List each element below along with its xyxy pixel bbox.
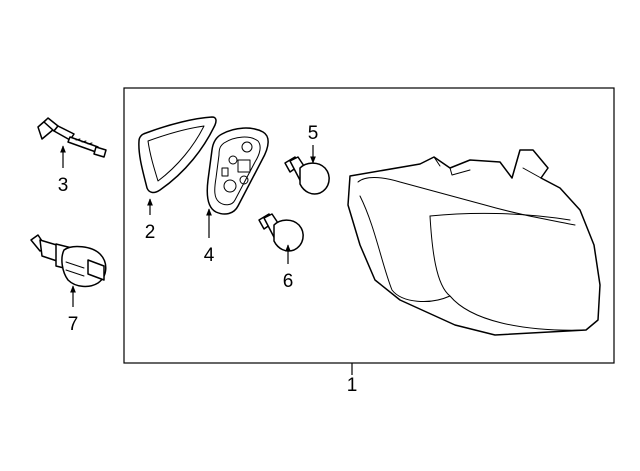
tail-lamp-assembly[interactable] (347, 149, 601, 336)
screw[interactable] (37, 117, 107, 158)
socket-plate[interactable] (206, 127, 269, 215)
gasket[interactable] (138, 116, 217, 194)
assembly-frame (123, 87, 615, 364)
callout-5: 5 (308, 123, 319, 144)
callout-1: 1 (347, 375, 358, 396)
callout-6: 6 (283, 271, 294, 292)
callout-4: 4 (204, 245, 215, 266)
bulb-lower[interactable] (258, 213, 304, 252)
bulb-upper[interactable] (284, 156, 330, 195)
callout-3: 3 (58, 175, 69, 196)
callout-7: 7 (68, 314, 79, 335)
callout-2: 2 (145, 222, 156, 243)
socket[interactable] (30, 234, 107, 288)
